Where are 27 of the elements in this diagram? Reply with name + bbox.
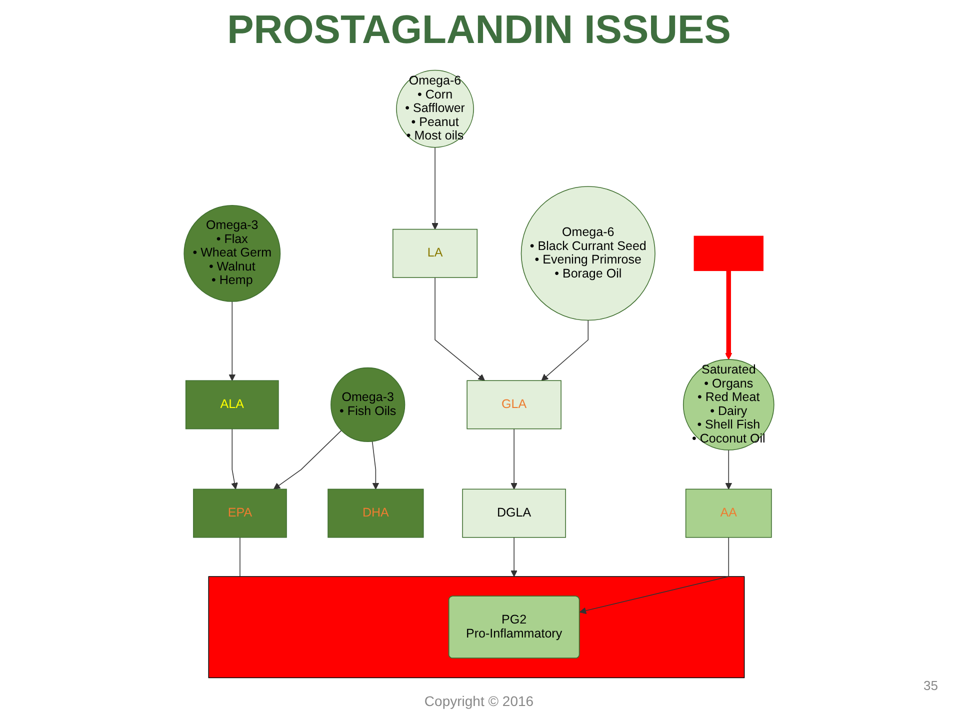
arrow (725, 450, 732, 490)
arrow (372, 440, 380, 490)
arrow (231, 428, 238, 490)
arrow (510, 537, 518, 577)
arrow (510, 428, 518, 490)
arrow (434, 277, 485, 381)
node-box: EPA (193, 488, 287, 538)
arrow (228, 301, 236, 381)
node-box: GLA (466, 380, 562, 430)
arrow (273, 430, 342, 490)
title: PROSTAGLANDIN ISSUES (226, 8, 732, 53)
arrow (432, 146, 438, 230)
node-box: LA (392, 228, 478, 278)
arrow (579, 537, 730, 614)
node-box: DGLA (462, 488, 566, 538)
arrow (541, 320, 589, 381)
node-box: AA (685, 488, 772, 538)
node-box: DHA (328, 488, 424, 538)
node-circle: Omega-3 • Fish Oils (330, 367, 406, 442)
node-circle: Saturated • Organs • Red Meat • Dairy • Shell Fish • Coconut Oil (682, 359, 774, 450)
node-box: ALA (185, 380, 279, 430)
node-circle: Omega-6 • Black Currant Seed • Evening Primrose • Borage Oil (520, 186, 656, 321)
copyright-note: Copyright © 2016 (423, 693, 535, 709)
page-number: 35 (924, 678, 938, 693)
node-circle: Omega-3 • Flax • Wheat Germ • Walnut • Hemp (184, 204, 281, 302)
cluster (208, 576, 745, 678)
arrow (725, 270, 732, 360)
